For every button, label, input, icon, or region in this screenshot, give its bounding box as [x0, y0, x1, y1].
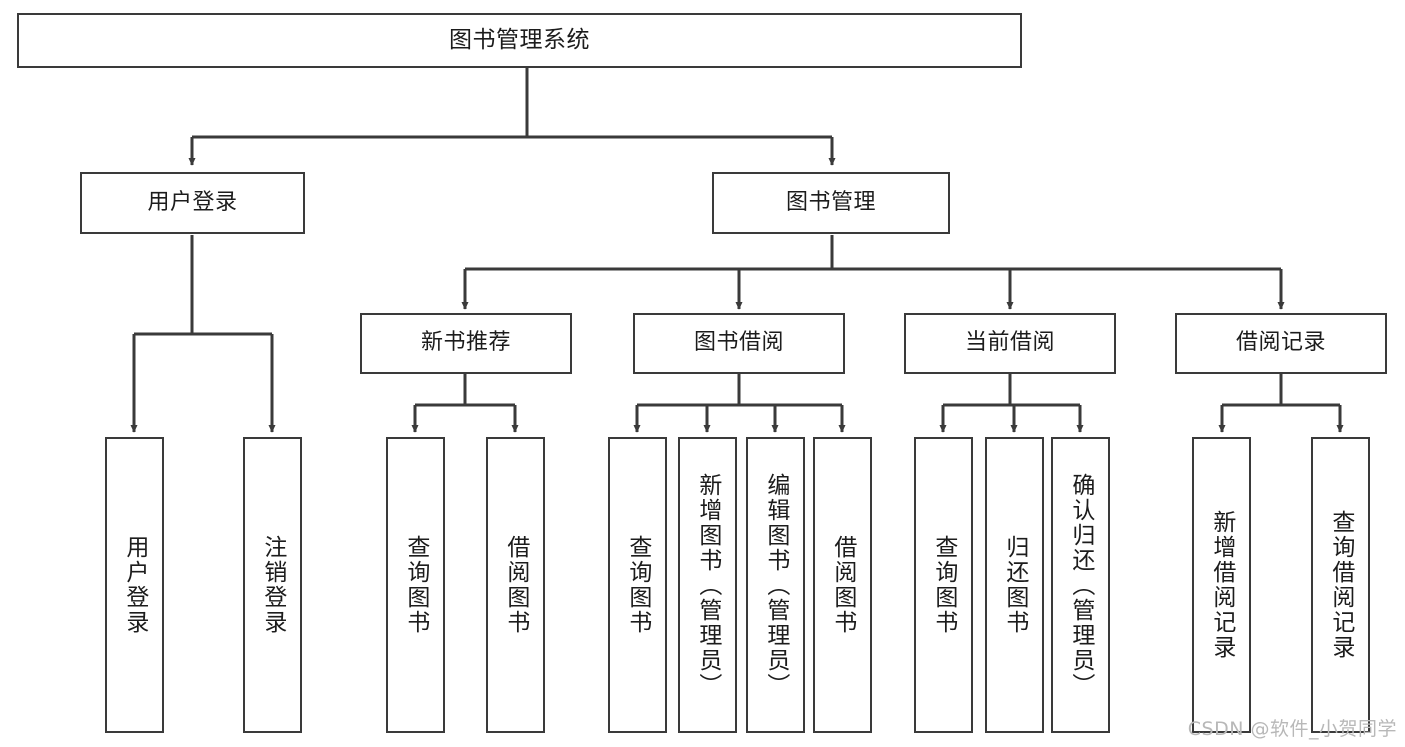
node-new-book-recommend[interactable]: 新书推荐: [360, 313, 572, 374]
node-current-borrow[interactable]: 当前借阅: [904, 313, 1116, 374]
leaf-current-confirm-return-admin[interactable]: 确认归还（管理员）: [1051, 437, 1110, 733]
node-user-login[interactable]: 用户登录: [80, 172, 305, 234]
node-root-system-label: 图书管理系统: [449, 26, 590, 53]
leaf-logout-login-label: 注销登录: [259, 535, 286, 635]
leaf-borrow-borrow-book[interactable]: 借阅图书: [813, 437, 872, 733]
leaf-logout-login[interactable]: 注销登录: [243, 437, 302, 733]
leaf-borrow-edit-book-admin[interactable]: 编辑图书（管理员）: [746, 437, 805, 733]
leaf-current-return-book[interactable]: 归还图书: [985, 437, 1044, 733]
leaf-borrow-query-book[interactable]: 查询图书: [608, 437, 667, 733]
leaf-user-login[interactable]: 用户登录: [105, 437, 164, 733]
leaf-current-return-book-label: 归还图书: [1001, 535, 1028, 635]
leaf-current-confirm-return-admin-label: 确认归还（管理员）: [1067, 472, 1094, 698]
node-current-borrow-label: 当前借阅: [964, 330, 1055, 356]
leaf-borrow-borrow-book-label: 借阅图书: [829, 535, 856, 635]
node-book-borrow-label: 图书借阅: [693, 330, 784, 356]
leaf-record-query-borrow-record[interactable]: 查询借阅记录: [1311, 437, 1370, 733]
leaf-recommend-borrow-book[interactable]: 借阅图书: [486, 437, 545, 733]
node-borrow-record-label: 借阅记录: [1235, 330, 1326, 356]
leaf-recommend-query-book[interactable]: 查询图书: [386, 437, 445, 733]
leaf-record-add-borrow-record-label: 新增借阅记录: [1208, 510, 1235, 660]
node-book-borrow[interactable]: 图书借阅: [633, 313, 845, 374]
node-new-book-recommend-label: 新书推荐: [420, 330, 511, 356]
leaf-user-login-label: 用户登录: [121, 535, 148, 635]
leaf-record-add-borrow-record[interactable]: 新增借阅记录: [1192, 437, 1251, 733]
leaf-record-query-borrow-record-label: 查询借阅记录: [1327, 510, 1354, 660]
leaf-recommend-query-book-label: 查询图书: [402, 535, 429, 635]
node-root-system[interactable]: 图书管理系统: [17, 13, 1022, 68]
leaf-current-query-book-label: 查询图书: [930, 535, 957, 635]
leaf-borrow-edit-book-admin-label: 编辑图书（管理员）: [762, 472, 789, 698]
node-user-login-label: 用户登录: [147, 189, 238, 215]
leaf-current-query-book[interactable]: 查询图书: [914, 437, 973, 733]
leaf-recommend-borrow-book-label: 借阅图书: [502, 535, 529, 635]
node-book-management[interactable]: 图书管理: [712, 172, 950, 234]
leaf-borrow-add-book-admin[interactable]: 新增图书（管理员）: [678, 437, 737, 733]
leaf-borrow-add-book-admin-label: 新增图书（管理员）: [694, 472, 721, 698]
node-book-management-label: 图书管理: [785, 189, 876, 215]
node-borrow-record[interactable]: 借阅记录: [1175, 313, 1387, 374]
leaf-borrow-query-book-label: 查询图书: [624, 535, 651, 635]
watermark-text: CSDN @软件_小贺同学: [1187, 718, 1397, 740]
